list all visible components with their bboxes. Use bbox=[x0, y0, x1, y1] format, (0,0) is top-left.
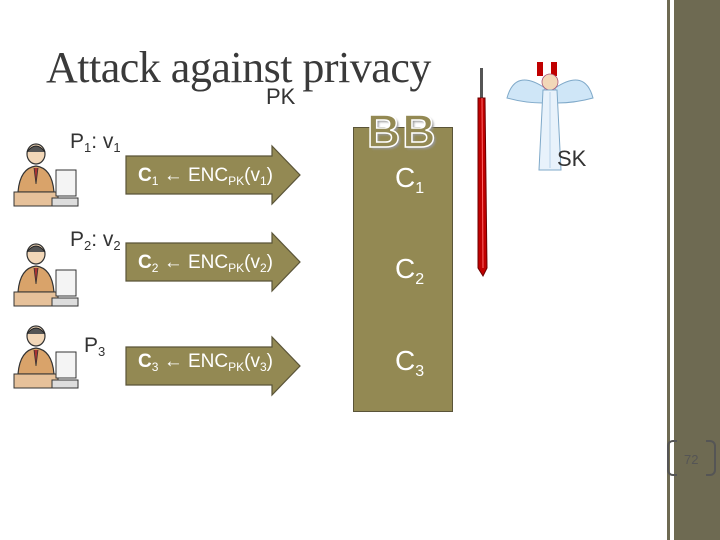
enc-vote: (v bbox=[244, 165, 260, 186]
entry-var: C bbox=[395, 162, 416, 193]
businessman-at-computer-icon bbox=[13, 325, 79, 389]
enc-op: ← ENC bbox=[158, 165, 229, 186]
party-name: P bbox=[70, 228, 85, 251]
vote-var: v bbox=[102, 130, 114, 153]
sword-icon bbox=[477, 68, 488, 278]
vote-index: 2 bbox=[113, 238, 121, 253]
bb-entry-3: C3 bbox=[395, 345, 424, 381]
bulletin-board bbox=[353, 127, 453, 412]
enc-key: PK bbox=[228, 261, 245, 275]
slide-title: Attack against privacy bbox=[46, 43, 431, 92]
cipher-var: C bbox=[138, 165, 152, 186]
businessman-at-computer-icon bbox=[13, 143, 79, 207]
party-name: P bbox=[84, 334, 99, 357]
vote-var: v bbox=[102, 228, 114, 251]
public-key-label: PK bbox=[266, 84, 296, 109]
bb-entry-2: C2 bbox=[395, 253, 424, 289]
page-number-bracket-left bbox=[667, 440, 677, 476]
encryption-arrow-1 bbox=[125, 144, 301, 206]
enc-op: ← ENC bbox=[158, 351, 229, 372]
secret-key-label: SK bbox=[557, 146, 587, 171]
cipher-index: 3 bbox=[151, 360, 159, 374]
encryption-label-3: C3 ← ENCPK(v3) bbox=[138, 351, 273, 374]
entry-index: 2 bbox=[415, 271, 425, 288]
businessman-at-computer-icon bbox=[13, 243, 79, 307]
entry-var: C bbox=[395, 253, 416, 284]
page-number: 72 bbox=[684, 452, 699, 467]
enc-op: ← ENC bbox=[158, 252, 229, 273]
angel-icon bbox=[506, 62, 594, 171]
vote-index: 3 bbox=[259, 360, 267, 374]
page-number-bracket-right bbox=[706, 440, 716, 476]
party-name: P bbox=[70, 130, 85, 153]
party-1-label: P1: v1 bbox=[70, 130, 121, 155]
bb-entry-1: C1 bbox=[395, 162, 424, 198]
enc-close: ) bbox=[266, 351, 273, 372]
entry-var: C bbox=[395, 345, 416, 376]
bulletin-board-title: BB bbox=[366, 104, 438, 158]
enc-vote: (v bbox=[244, 252, 260, 273]
party-3-label: P3 bbox=[84, 334, 105, 359]
party-index: 3 bbox=[98, 344, 106, 359]
vote-index: 2 bbox=[259, 261, 267, 275]
enc-key: PK bbox=[228, 174, 245, 188]
vote-index: 1 bbox=[113, 140, 121, 155]
enc-close: ) bbox=[266, 252, 273, 273]
cipher-var: C bbox=[138, 252, 152, 273]
cipher-index: 2 bbox=[151, 261, 159, 275]
encryption-arrow-3 bbox=[125, 335, 301, 397]
enc-vote: (v bbox=[244, 351, 260, 372]
decorative-strip-thin bbox=[667, 0, 670, 540]
vote-index: 1 bbox=[259, 174, 267, 188]
entry-index: 1 bbox=[415, 180, 425, 197]
encryption-label-2: C2 ← ENCPK(v2) bbox=[138, 252, 273, 275]
party-sep: : bbox=[91, 130, 103, 153]
encryption-arrow-2 bbox=[125, 231, 301, 293]
party-index: 2 bbox=[84, 238, 92, 253]
entry-index: 3 bbox=[415, 363, 425, 380]
party-index: 1 bbox=[84, 140, 92, 155]
party-2-label: P2: v2 bbox=[70, 228, 121, 253]
cipher-index: 1 bbox=[151, 174, 159, 188]
encryption-label-1: C1 ← ENCPK(v1) bbox=[138, 165, 273, 188]
decorative-strip-wide bbox=[674, 0, 720, 540]
cipher-var: C bbox=[138, 351, 152, 372]
party-sep: : bbox=[91, 228, 103, 251]
enc-close: ) bbox=[266, 165, 273, 186]
enc-key: PK bbox=[228, 360, 245, 374]
